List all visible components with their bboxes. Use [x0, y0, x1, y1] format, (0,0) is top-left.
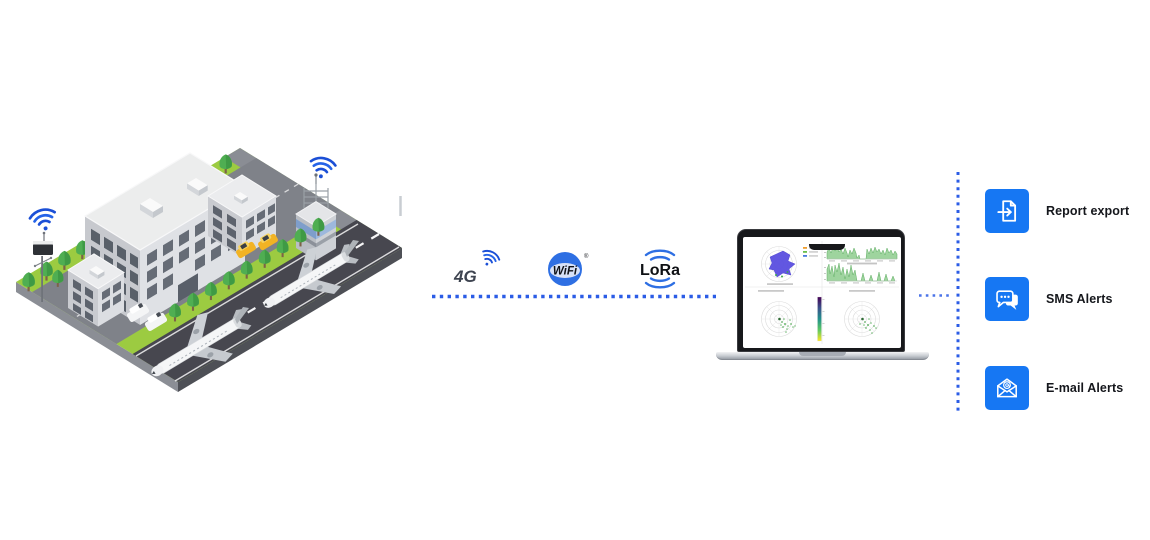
noise-time-series-bottom [824, 262, 897, 284]
lora-label: LoRa [640, 262, 680, 279]
document-export-icon [997, 200, 1017, 222]
polar-scatter-right [844, 290, 880, 337]
sms-alerts-tile [985, 277, 1029, 321]
airport-illustration [16, 148, 402, 398]
airplane [137, 293, 262, 398]
polar-scatter-left [758, 290, 825, 342]
chat-bubbles-icon [996, 290, 1018, 310]
wifi-label: WiFi [553, 266, 578, 278]
output-row-email: E-mail Alerts [985, 366, 1123, 410]
van [126, 302, 150, 323]
email-open-at-icon [997, 378, 1017, 398]
laptop-base-notch [799, 352, 846, 356]
office-building-small [67, 253, 125, 327]
4g-signal-icon [477, 247, 502, 271]
van [144, 311, 168, 332]
taxi [258, 233, 278, 251]
report-export-label: Report export [1046, 204, 1130, 218]
weather-station [33, 231, 53, 302]
airplane [250, 228, 369, 329]
output-row-sms: SMS Alerts [985, 277, 1113, 321]
email-alerts-label: E-mail Alerts [1046, 381, 1124, 395]
platform-side-left [16, 282, 178, 392]
laptop-base [716, 352, 929, 360]
wifi-logo: WiFi ® [548, 252, 589, 286]
laptop-camera-notch [809, 244, 845, 250]
sms-alerts-label: SMS Alerts [1046, 292, 1113, 306]
lora-logo: LoRa [640, 249, 680, 289]
colorbar [817, 296, 822, 342]
laptop-display [743, 237, 901, 348]
wifi-signal-station [27, 205, 60, 235]
taxi [236, 241, 256, 259]
wifi-signal-tower [307, 154, 338, 182]
report-export-tile [985, 189, 1029, 233]
email-alerts-tile [985, 366, 1029, 410]
monitoring-dashboard [745, 241, 899, 344]
wifi-registered-mark: ® [584, 253, 589, 260]
output-row-report: Report export [985, 189, 1129, 233]
office-building-back [207, 174, 277, 257]
noise-time-series-top [824, 245, 898, 265]
platform-side-right [178, 248, 402, 392]
laptop-screen [737, 229, 905, 352]
connectivity-row: 4G WiFi ® LoRa [453, 247, 680, 289]
4g-label: 4G [453, 267, 477, 286]
wind-rose-chart [761, 246, 818, 285]
